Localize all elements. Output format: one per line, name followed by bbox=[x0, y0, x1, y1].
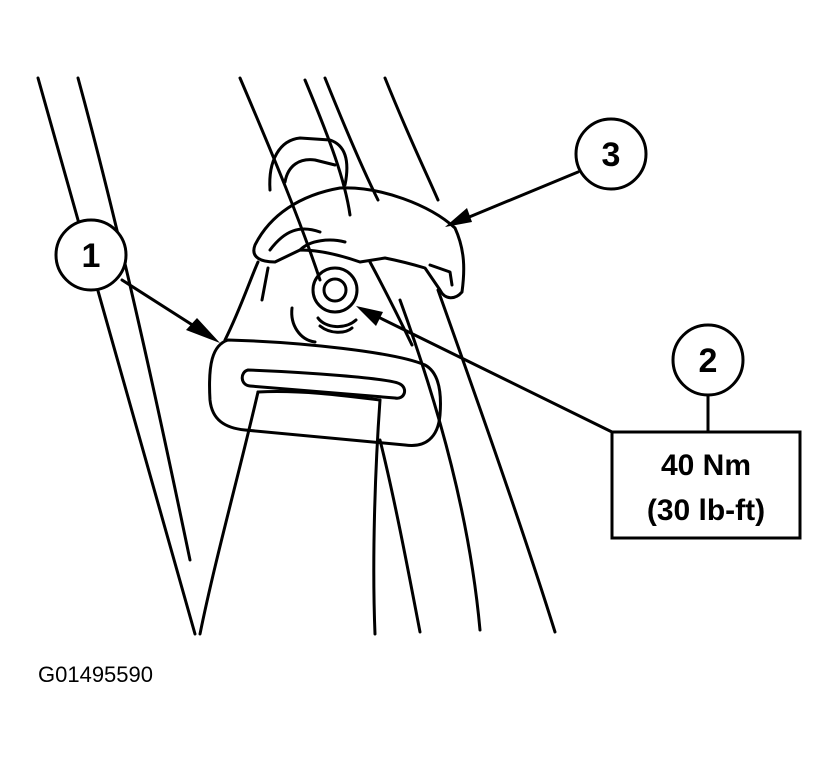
torque-spec-box: 40 Nm (30 lb-ft) bbox=[610, 430, 802, 540]
arrowhead-2 bbox=[356, 306, 383, 326]
pillar-trim-lines bbox=[36, 76, 557, 636]
callout-1-label: 1 bbox=[82, 237, 101, 275]
seat-belt-webbing bbox=[198, 390, 382, 636]
upper-tab bbox=[268, 136, 349, 192]
callout-2: 2 bbox=[671, 323, 745, 397]
anchor-bolt bbox=[311, 266, 359, 334]
anchor-cover bbox=[252, 186, 466, 300]
callout-1: 1 bbox=[54, 218, 128, 292]
callout-3-label: 3 bbox=[602, 136, 621, 174]
arrowhead-1 bbox=[186, 318, 220, 343]
leader-arrowheads bbox=[186, 208, 472, 343]
arrowhead-3 bbox=[445, 208, 472, 227]
belt-loop bbox=[208, 338, 442, 448]
leader-lines bbox=[120, 170, 710, 434]
anchor-plate bbox=[223, 260, 414, 347]
torque-metric: 40 Nm bbox=[661, 449, 751, 482]
figure-id: G01495590 bbox=[38, 662, 153, 687]
callout-2-label: 2 bbox=[699, 342, 718, 380]
torque-imperial: (30 lb-ft) bbox=[647, 494, 765, 527]
callout-3: 3 bbox=[574, 117, 648, 191]
